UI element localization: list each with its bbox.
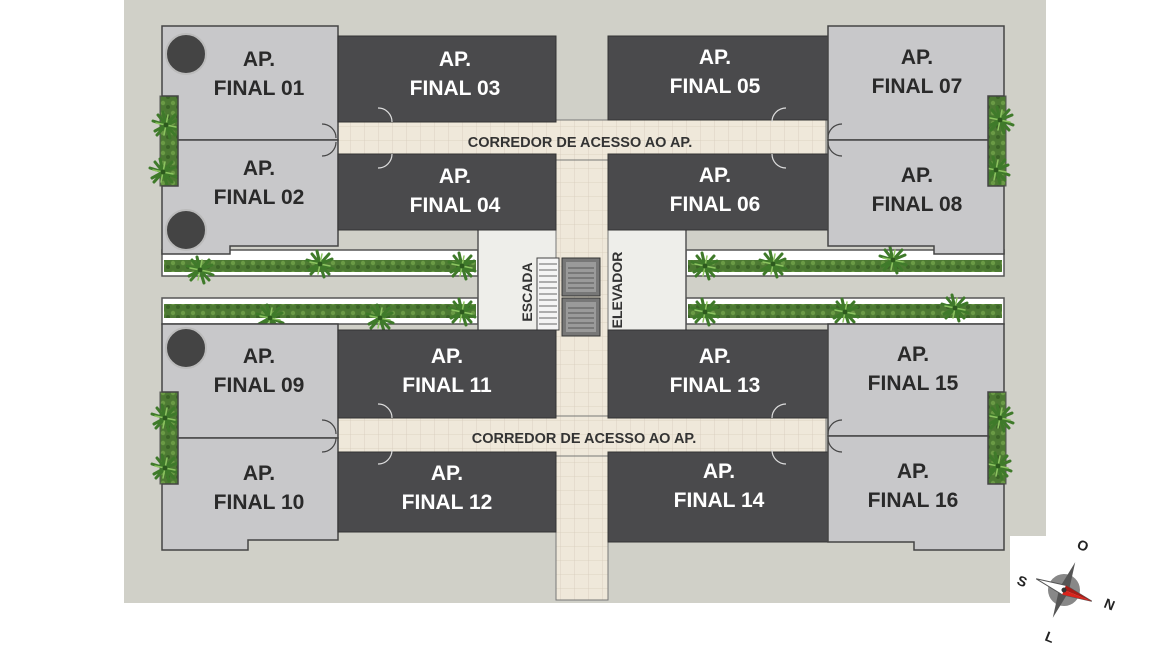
central-hall — [555, 139, 609, 601]
elevator-block — [561, 257, 601, 337]
door-swings — [377, 107, 787, 465]
unit-01-label-1: AP. — [243, 48, 275, 71]
unit-15-label-2: FINAL 15 — [868, 372, 959, 395]
unit-03-label-1: AP. — [439, 48, 471, 71]
unit-08 — [827, 139, 1005, 255]
unit-11-label-2: FINAL 11 — [402, 374, 492, 397]
unit-16-label-2: FINAL 16 — [868, 489, 959, 512]
unit-06-label-1: AP. — [699, 164, 731, 187]
end-door-swings — [321, 123, 843, 453]
elevator-label: ELEVADOR — [609, 252, 625, 329]
unit-03-label-2: FINAL 03 — [410, 77, 501, 100]
unit-13-label-2: FINAL 13 — [670, 374, 761, 397]
unit-10-label-2: FINAL 10 — [214, 491, 305, 514]
unit-07-label-1: AP. — [901, 46, 933, 69]
unit-07-label-2: FINAL 07 — [872, 75, 963, 98]
unit-03 — [337, 35, 557, 123]
unit-12 — [337, 451, 557, 533]
unit-11 — [337, 329, 557, 419]
unit-16 — [827, 435, 1005, 551]
unit-14 — [607, 451, 829, 543]
unit-02-label-1: AP. — [243, 157, 275, 180]
stairs-label: ESCADA — [519, 262, 535, 321]
corridor-top — [337, 119, 827, 161]
unit-04-label-1: AP. — [439, 165, 471, 188]
unit-04-label-2: FINAL 04 — [410, 194, 501, 217]
round-column-icon — [165, 33, 207, 75]
unit-01-label-2: FINAL 01 — [214, 77, 305, 100]
corridor-bottom — [337, 415, 827, 457]
round-column-icon — [165, 209, 207, 251]
compass-rose: O N S L — [1010, 536, 1122, 654]
unit-08-label-1: AP. — [901, 164, 933, 187]
unit-14-label-2: FINAL 14 — [674, 489, 765, 512]
unit-16-label-1: AP. — [897, 460, 929, 483]
unit-10-label-1: AP. — [243, 462, 275, 485]
unit-04 — [337, 153, 557, 231]
unit-02-label-2: FINAL 02 — [214, 186, 305, 209]
unit-08-label-2: FINAL 08 — [872, 193, 963, 216]
north-arrow-icon — [1062, 590, 1092, 602]
unit-13-label-1: AP. — [699, 345, 731, 368]
unit-12-label-2: FINAL 12 — [402, 491, 493, 514]
corridor-bottom-label: CORREDOR DE ACESSO AO AP. — [472, 431, 697, 447]
unit-12-label-1: AP. — [431, 462, 463, 485]
unit-05-label-1: AP. — [699, 46, 731, 69]
unit-09-label-1: AP. — [243, 345, 275, 368]
unit-01 — [161, 25, 339, 141]
stair-block — [536, 257, 560, 331]
unit-15-label-1: AP. — [897, 343, 929, 366]
corridor-top-label: CORREDOR DE ACESSO AO AP. — [468, 135, 693, 151]
unit-13 — [607, 329, 829, 419]
unit-09-label-2: FINAL 09 — [214, 374, 305, 397]
unit-06-label-2: FINAL 06 — [670, 193, 761, 216]
unit-11-label-1: AP. — [431, 345, 463, 368]
unit-05-label-2: FINAL 05 — [670, 75, 761, 98]
unit-14-label-1: AP. — [703, 460, 735, 483]
unit-06 — [607, 153, 829, 231]
unit-05 — [607, 35, 829, 121]
round-column-icon — [165, 327, 207, 369]
